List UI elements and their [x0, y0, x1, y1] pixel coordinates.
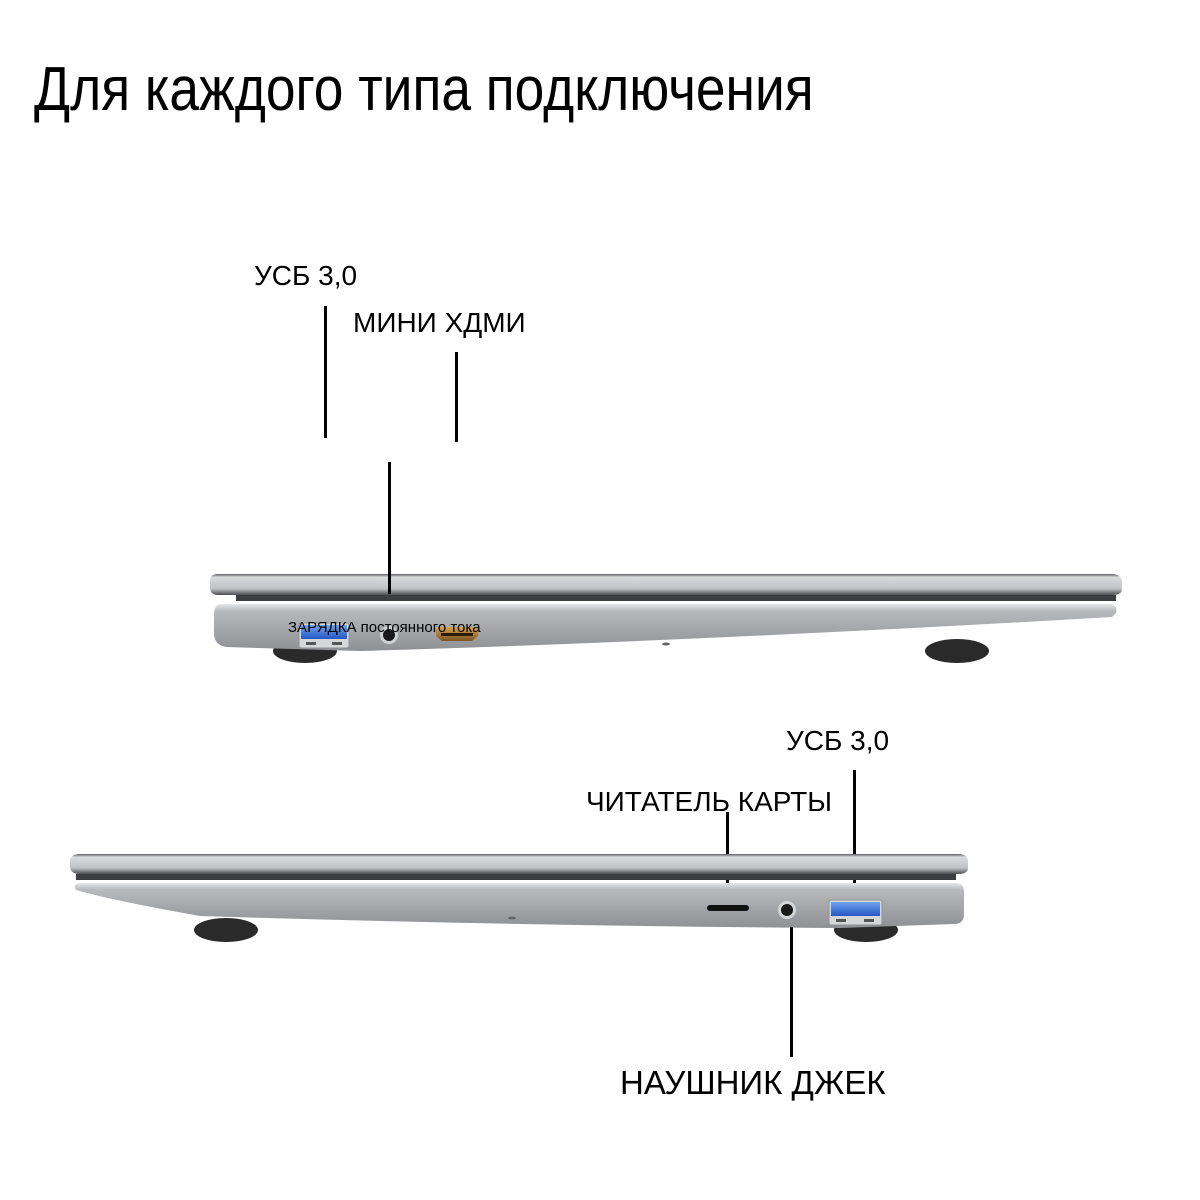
label-dc-charging: ЗАРЯДКА постоянного тока	[288, 619, 481, 637]
leader-line-mini-hdmi	[455, 352, 458, 442]
laptop-right-side-image	[70, 854, 968, 942]
leader-line-usb-right	[853, 770, 856, 904]
label-card-reader: ЧИТАТЕЛЬ КАРТЫ	[586, 786, 833, 817]
page-title: Для каждого типа подключения	[34, 55, 814, 124]
label-mini-hdmi: МИНИ ХДМИ	[353, 307, 526, 338]
leader-line-dc	[388, 462, 391, 594]
leader-line-headphone	[790, 927, 793, 1057]
card-reader-slot-icon	[707, 905, 749, 911]
laptop-left-side-image	[210, 574, 1122, 663]
foot	[925, 639, 989, 663]
headphone-jack-icon	[781, 904, 793, 916]
label-usb-right: УСБ 3,0	[786, 725, 890, 756]
dc-jack-icon	[383, 629, 395, 641]
label-usb-left: УСБ 3,0	[254, 260, 358, 291]
usb-a-port-icon	[831, 902, 880, 916]
label-headphone-jack: НАУШНИК ДЖЕК	[620, 1064, 886, 1101]
label-dc-main: ЗАРЯДКА	[288, 619, 357, 636]
label-dc-suffix: постоянного тока	[356, 619, 481, 636]
usb-a-port-icon	[301, 625, 347, 639]
leader-line-usb-left	[324, 306, 327, 438]
